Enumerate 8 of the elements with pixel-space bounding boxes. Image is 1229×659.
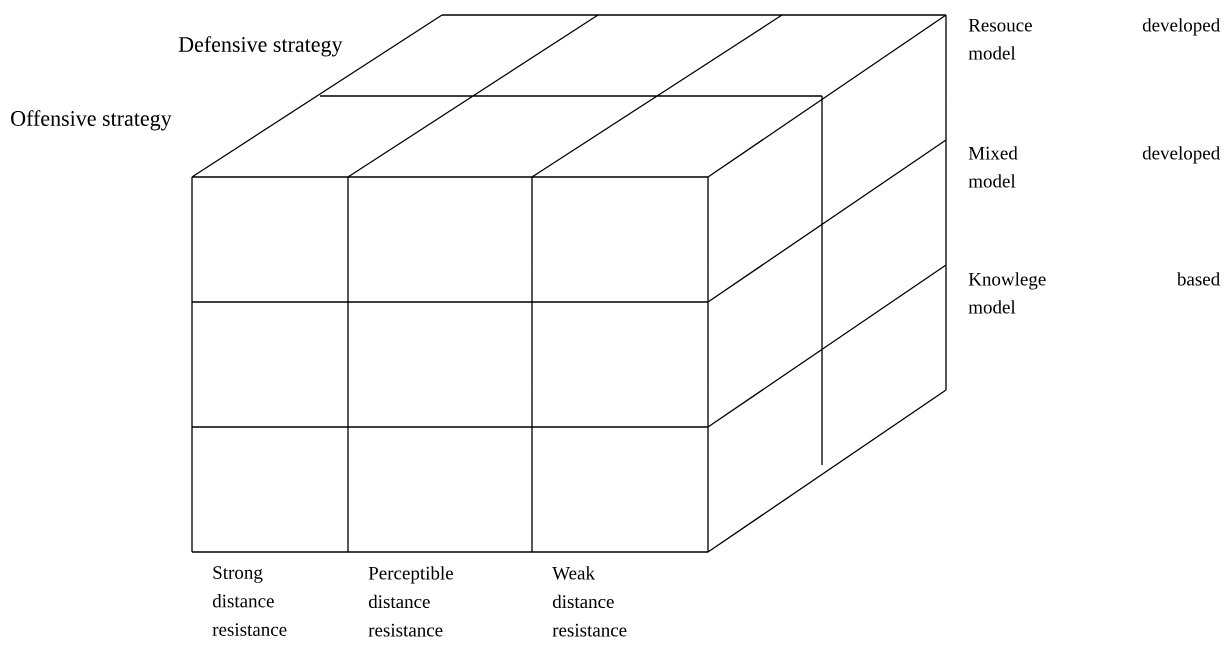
axis-label: Weak distance resistance [552,566,627,637]
axis-label: Strong distance resistance [212,566,287,636]
axis-label: Perceptible distance resistance [368,566,454,637]
axis-label: Defensive strategy [178,36,343,57]
axis-label: Resouce developed model [968,18,1220,60]
axis-label: Mixed developed model [968,146,1220,188]
axis-label: Knowlege based model [968,272,1220,314]
axis-label: Offensive strategy [11,110,172,131]
